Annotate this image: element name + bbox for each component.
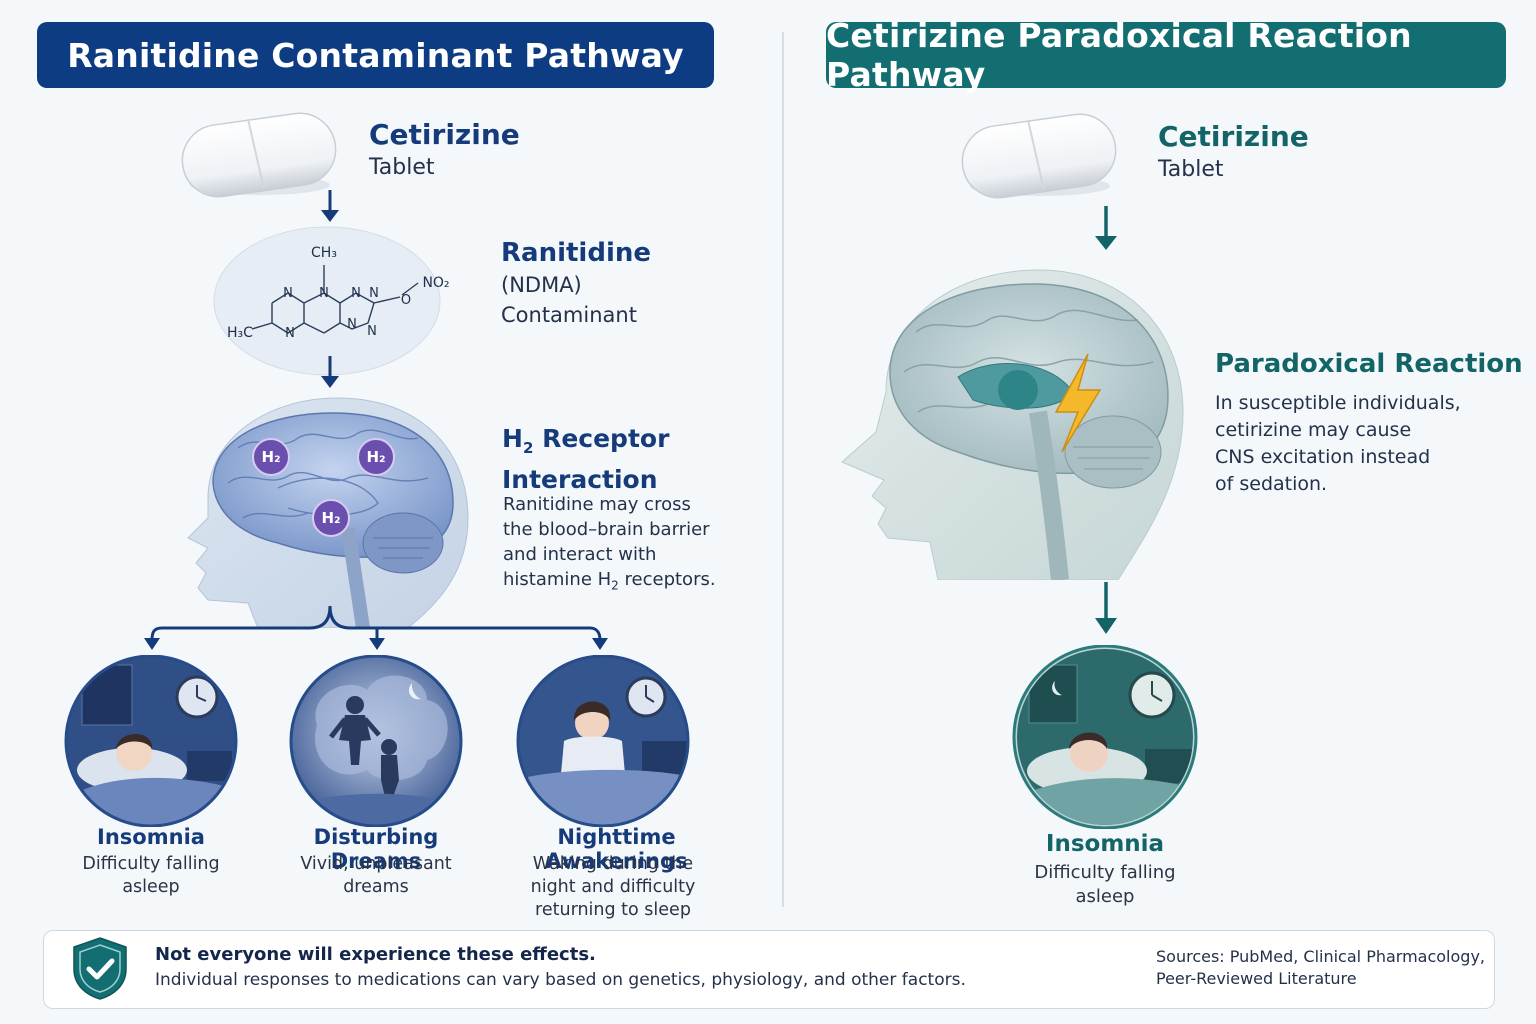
svg-text:N: N [285,326,295,341]
left-tablet-subtitle: Tablet [369,155,435,180]
svg-text:CH₃: CH₃ [311,245,337,261]
svg-text:N: N [283,286,293,301]
h2-receptor-badge: H₂ [357,438,395,476]
left-tablet-title: Cetirizine [369,118,520,151]
right-tablet-subtitle: Tablet [1158,157,1224,182]
molecule-line2: (NDMA) [501,273,582,297]
svg-text:NO₂: NO₂ [422,275,449,291]
tablet-icon-right [961,113,1117,199]
footer-text: Individual responses to medications can … [155,970,966,990]
svg-text:O: O [401,293,411,308]
effect-title-dreams: Disturbing Dreams [313,825,439,873]
arrow-down-icon [1095,206,1117,250]
reaction-description: In susceptible individuals, cetirizine m… [1215,392,1461,495]
left-pathway-header: Ranitidine Contaminant Pathway [37,22,714,88]
footer-heading: Not everyone will experience these effec… [155,944,596,965]
arrow-down-icon [1095,582,1117,634]
svg-text:N: N [319,286,329,301]
svg-text:N: N [347,317,357,332]
svg-text:N: N [367,324,377,339]
branch-arrows-diagram [144,606,608,650]
h2-receptor-badge: H₂ [252,438,290,476]
nighttime-awakenings-scene [516,655,690,827]
receptor-description: Ranitidine may cross the blood–brain bar… [503,494,716,593]
right-pathway-header: Cetirizine Paradoxical Reaction Pathway [826,16,1506,94]
head-brain-illustration-right [841,269,1184,580]
svg-text:N: N [351,286,361,301]
svg-text:N: N [369,286,379,301]
molecule-line3: Contaminant [501,303,637,327]
right-effect-title: Insomnia [1045,831,1165,857]
molecule-title: Ranitidine [501,238,651,268]
h2-receptor-badge: H₂ [312,499,350,537]
ranitidine-molecule-diagram: CH₃ N N N N N N N O NO₂ H₃C [213,226,450,376]
effect-title-awakenings: Nighttime Awakenings [545,825,688,873]
tablet-icon-left [181,112,337,198]
right-tablet-title: Cetirizine [1158,120,1309,153]
reaction-title: Paradoxical Reaction [1215,349,1523,379]
svg-text:H₃C: H₃C [227,325,253,341]
column-divider [782,32,784,907]
lightning-bolt-icon [1054,353,1102,453]
arrow-down-icon [321,356,339,388]
insomnia-scene-right [1012,645,1198,829]
shield-check-icon [73,937,127,1000]
effect-title-insomnia: Insomnia [97,825,205,849]
footer-note [43,930,1495,1009]
footer-sources: Sources: PubMed, Clinical Pharmacology, … [1156,947,1485,988]
arrow-down-icon [321,190,339,222]
receptor-title: H2 Receptor Interaction [502,424,670,494]
disturbing-dreams-scene [289,655,463,827]
insomnia-scene-left [64,655,238,827]
